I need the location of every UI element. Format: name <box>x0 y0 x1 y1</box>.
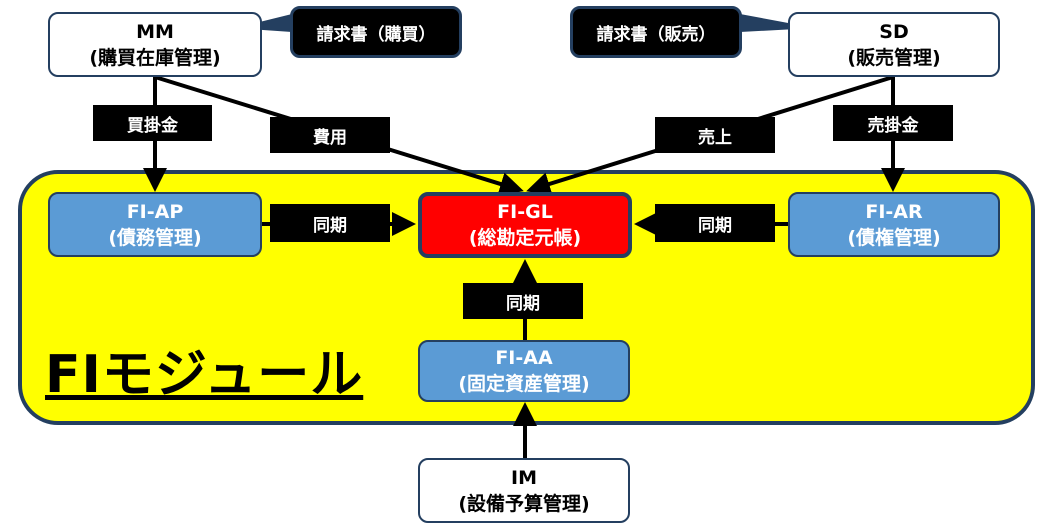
node-fi-aa: FI-AA (固定資産管理) <box>418 340 630 402</box>
node-title: SD <box>879 20 909 43</box>
node-subtitle: (債務管理) <box>108 226 202 249</box>
edge-label-sync-ar: 同期 <box>655 204 775 242</box>
node-title: FI-AP <box>126 200 184 223</box>
node-fi-gl: FI-GL (総勘定元帳) <box>418 192 632 258</box>
edge-label-sync-aa: 同期 <box>463 283 583 319</box>
callout-invoice-sales: 請求書（販売） <box>570 6 742 58</box>
node-title: FI-AA <box>495 347 553 369</box>
edge-label-receivable: 売掛金 <box>833 105 953 141</box>
module-title: FIモジュール <box>45 345 364 405</box>
node-subtitle: (固定資産管理) <box>458 373 590 395</box>
node-title: IM <box>511 466 537 489</box>
node-subtitle: (債権管理) <box>847 226 941 249</box>
node-subtitle: (販売管理) <box>847 46 941 69</box>
edge-label-payable: 買掛金 <box>93 105 212 141</box>
edge-label-sync-ap: 同期 <box>270 204 390 242</box>
node-subtitle: (購買在庫管理) <box>89 46 221 69</box>
node-title: MM <box>136 20 174 43</box>
node-title: FI-AR <box>865 200 923 223</box>
edge-label-expense: 費用 <box>270 117 390 153</box>
node-im: IM (設備予算管理) <box>418 458 630 523</box>
node-fi-ap: FI-AP (債務管理) <box>48 192 262 257</box>
node-title: FI-GL <box>497 201 553 223</box>
node-subtitle: (総勘定元帳) <box>468 227 582 249</box>
callout-invoice-purchase: 請求書（購買） <box>290 6 462 58</box>
node-sd: SD (販売管理) <box>788 12 1000 77</box>
node-mm: MM (購買在庫管理) <box>48 12 262 77</box>
node-fi-ar: FI-AR (債権管理) <box>788 192 1000 257</box>
edge-label-revenue: 売上 <box>655 117 775 153</box>
node-subtitle: (設備予算管理) <box>458 492 590 515</box>
